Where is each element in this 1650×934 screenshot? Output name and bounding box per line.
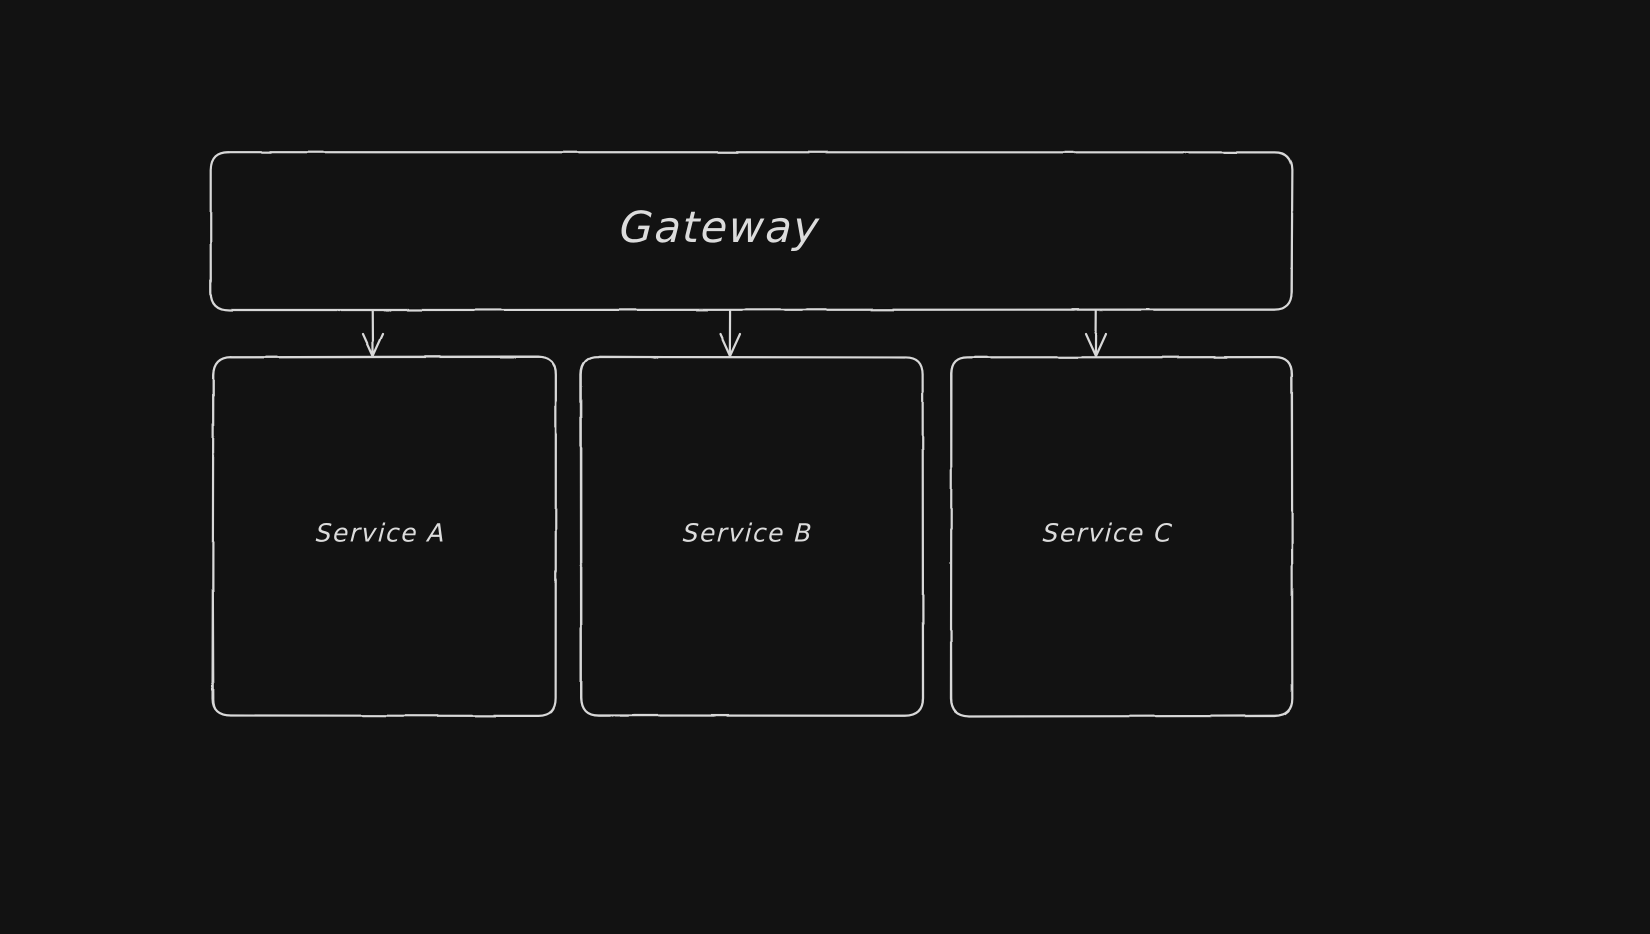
service-box-2-outline-pass2 bbox=[950, 356, 1293, 718]
node-gateway[interactable] bbox=[211, 152, 1292, 310]
service-box-0-outline-pass2 bbox=[212, 356, 557, 717]
gateway-to-service-b-head bbox=[718, 332, 742, 358]
gateway-to-service-a-head bbox=[361, 332, 385, 358]
service-box-1-outline-pass2 bbox=[579, 355, 923, 717]
service-box-2-outline bbox=[949, 356, 1294, 718]
node-service-a[interactable] bbox=[213, 357, 556, 716]
node-service-c[interactable] bbox=[951, 357, 1292, 716]
gateway-to-service-c-head bbox=[1084, 332, 1108, 358]
node-service-b[interactable] bbox=[581, 357, 923, 716]
gateway-box-outline-pass2 bbox=[210, 151, 1293, 311]
